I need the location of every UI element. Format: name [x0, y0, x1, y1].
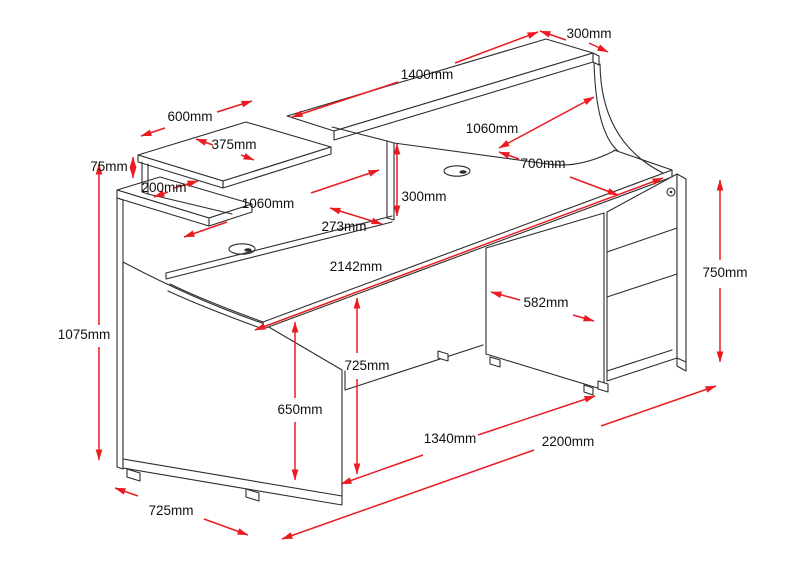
- pedestal-front-foot: [597, 380, 609, 393]
- dim-label-ledge-depth: 200mm: [141, 180, 186, 195]
- dim-label-kneehole-height: 725mm: [344, 358, 389, 373]
- dim-line-open-section: [498, 96, 595, 149]
- slot-top-edge-left: [331, 126, 388, 142]
- dim-line-inner-shelf-length: [183, 221, 228, 238]
- dim-label-cupboard-height: 650mm: [277, 402, 322, 417]
- dim-label-left-side-depth: 725mm: [148, 503, 193, 518]
- dim-label-desktop-length: 2142mm: [330, 259, 383, 274]
- desktop-left-curve-top: [169, 283, 264, 323]
- dim-line-desktop-length: [254, 177, 664, 331]
- cupboard-plinth-line: [122, 458, 343, 497]
- dim-label-open-section: 1060mm: [466, 121, 519, 136]
- pedestal-back-foot: [583, 384, 594, 396]
- dim-label-counter-length: 1400mm: [401, 67, 454, 82]
- cupboard-foot: [245, 488, 260, 502]
- dim-label-counter-depth: 300mm: [566, 26, 611, 41]
- desktop-left-curve-bottom: [167, 290, 264, 330]
- grommet-left-icon: [228, 243, 256, 255]
- dim-line-desktop-depth2: [569, 176, 619, 196]
- dim-line-side-shelf-length: [140, 127, 166, 137]
- modesty-foot-left: [437, 350, 449, 362]
- left-ledge-side: [116, 189, 210, 227]
- right-waterfall-outer-curve: [599, 63, 664, 174]
- dim-line-front-section: [340, 454, 424, 485]
- counter-top-face: [286, 38, 594, 132]
- dim-label-side-shelf-length: 600mm: [167, 109, 212, 124]
- dim-line-kneehole-width: [490, 291, 521, 301]
- dim-line-overall-width2: [600, 385, 717, 427]
- dim-line-left-side-depth: [114, 487, 139, 497]
- dim-line-ledge-depth-b: [153, 190, 169, 198]
- dim-label-inner-shelf-length: 1060mm: [242, 196, 295, 211]
- dim-line-overall-width: [281, 449, 535, 540]
- dim-line-desktop-depth: [498, 151, 520, 160]
- slot-top-edge-right: [393, 142, 615, 166]
- dim-line-counter-length: [291, 81, 399, 118]
- dim-label-overall-width: 2200mm: [542, 434, 595, 449]
- dim-line-left-side-depth2: [203, 518, 249, 536]
- right-side-post: [676, 173, 687, 372]
- cupboard-face: [122, 261, 343, 506]
- dim-label-desktop-depth: 700mm: [520, 156, 565, 171]
- side-shelf-left-band: [137, 154, 224, 189]
- counter-top-right-cap: [592, 52, 600, 66]
- dim-label-side-shelf-depth: 375mm: [211, 137, 256, 152]
- left-end-panel: [116, 197, 124, 470]
- lock-icon: [666, 187, 676, 197]
- dim-label-front-section: 1340mm: [424, 431, 477, 446]
- dim-line-side-shelf-depth2: [240, 153, 255, 161]
- dim-line-side-shelf-length2: [216, 100, 253, 113]
- modesty-panel-edge: [344, 344, 484, 391]
- dim-label-slot-height: 300mm: [401, 189, 446, 204]
- dimension-lines: [95, 30, 724, 540]
- side-shelf-support: [141, 161, 233, 215]
- dim-line-counter-depth-a: [539, 30, 567, 41]
- dim-line-front-section2: [477, 395, 596, 436]
- dim-label-kneehole-width: 582mm: [523, 295, 568, 310]
- dim-line-counter-depth-b: [588, 42, 609, 53]
- dim-line-counter-length2: [454, 31, 539, 64]
- grommet-right-icon: [443, 165, 471, 177]
- pedestal-plinth-line: [606, 349, 673, 372]
- modesty-foot-right: [489, 356, 501, 368]
- dim-line-side-shelf-depth: [195, 138, 214, 146]
- dim-line-inner-shelf-length2: [310, 169, 380, 194]
- dim-label-desk-height: 750mm: [702, 265, 747, 280]
- dim-line-ledge-depth-a: [173, 180, 199, 189]
- divider-panel: [386, 140, 395, 221]
- dim-label-inner-shelf-depth: 273mm: [321, 219, 366, 234]
- dim-label-shelf-rise: 75mm: [90, 159, 128, 174]
- right-waterfall-inner-curve: [593, 62, 619, 152]
- dimension-labels: 300mm 1400mm 600mm 375mm 75mm 200mm 1060…: [58, 26, 748, 518]
- dim-line-kneehole-width2: [572, 314, 595, 322]
- desktop-right-edge: [613, 149, 673, 171]
- right-post-plinth: [676, 357, 687, 363]
- dim-label-counter-height: 1075mm: [58, 327, 111, 342]
- left-end-foot: [126, 468, 141, 482]
